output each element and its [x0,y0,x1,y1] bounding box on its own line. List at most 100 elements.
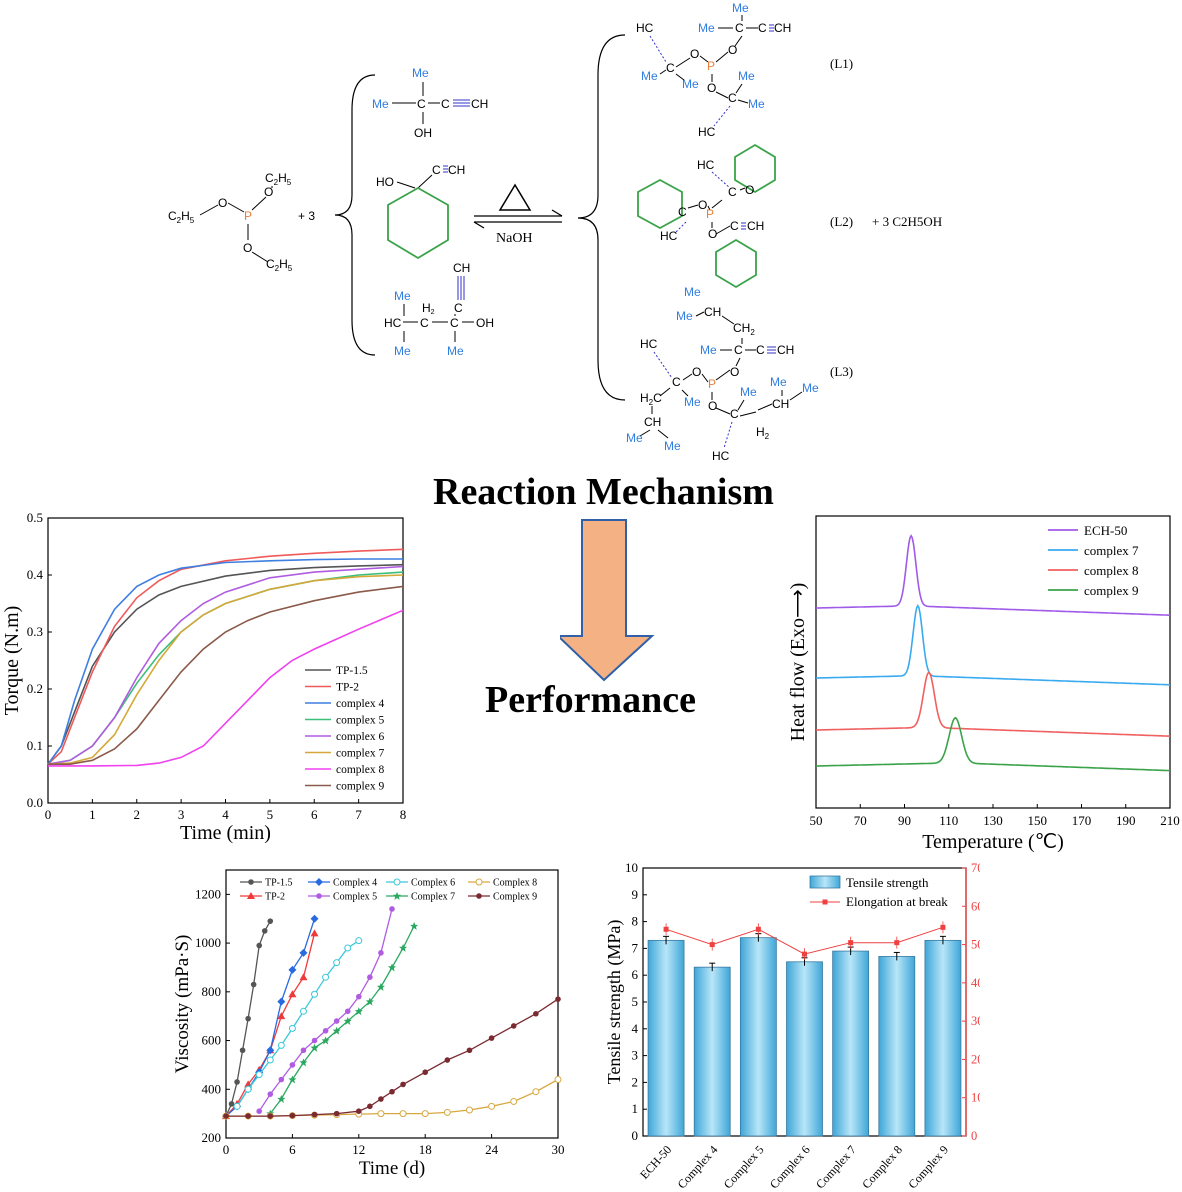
svg-text:Me: Me [748,97,765,111]
tensile-bar [878,956,916,1137]
x-tick-label: 2 [134,807,141,822]
svg-text:P: P [706,207,714,221]
svg-text:OH: OH [476,316,494,330]
x-tick-label: 18 [419,1142,432,1157]
data-point-tp-2 [310,929,319,937]
y2-tick-label: 500 [971,938,980,952]
y-axis-label: Torque (N.m) [1,606,23,716]
svg-text:C2H5: C2H5 [266,257,293,273]
svg-text:CH: CH [448,163,465,177]
svg-text:H2C: H2C [640,391,662,407]
data-point-tp-1.5 [228,1101,235,1107]
data-point-complex-6 [255,1071,263,1079]
svg-text:CH: CH [747,219,764,233]
x-tick-label: 6 [289,1142,296,1157]
ligand-l1: Me Me C C CH O HC Me C O Me P O C Me Me … [636,1,853,139]
legend-label: complex 4 [336,698,384,710]
y-tick-label: 0.1 [27,738,43,753]
equilibrium-arrow: NaOH [473,183,563,246]
svg-text:Me: Me [447,344,464,358]
svg-text:O: O [698,198,707,212]
svg-text:C: C [730,219,739,233]
series-line-complex-9 [48,585,404,765]
svg-text:C: C [678,205,687,219]
legend-marker [393,892,401,900]
y-tick-label: 2 [632,1074,639,1089]
svg-text:CH: CH [772,397,789,411]
svg-text:CH: CH [777,343,794,357]
methylbutynol: Me Me C C CH OH [372,66,488,140]
x-tick-label: 0 [45,807,52,822]
performance-heading: Performance [485,679,696,721]
data-point-complex-8 [443,1108,451,1116]
catalyst-label: NaOH [496,231,533,246]
data-point-complex-6 [355,937,363,945]
data-point-tp-1.5 [261,928,268,934]
x-tick-label: 4 [222,807,229,822]
data-point-complex-7 [288,1075,297,1084]
x-axis-label: Time (min) [180,822,271,844]
data-point-complex-7 [399,943,408,952]
svg-text:C: C [672,375,681,389]
data-point-complex-8 [399,1110,407,1118]
legend-label: complex 7 [1084,543,1139,558]
data-point-complex-5 [267,1091,274,1097]
x-tick-label: 210 [1160,813,1180,828]
y-tick-label: 800 [202,984,222,999]
y-tick-label: 1 [632,1101,639,1116]
data-point-complex-7 [310,1043,319,1052]
legend-marker [247,892,255,899]
data-point-complex-5 [289,1062,296,1068]
series-line-complex-6 [47,565,404,765]
svg-text:O: O [728,43,737,57]
x-tick-label: 170 [1072,813,1092,828]
data-point-complex-9 [510,1023,517,1029]
y2-tick-label: 600 [971,899,980,913]
data-point-complex-9 [533,1010,539,1017]
tensile-bar [693,966,731,1137]
svg-text:O: O [745,183,754,197]
svg-text:C: C [730,407,739,421]
data-point-complex-5 [278,1076,285,1083]
data-point-complex-4 [288,965,297,974]
ligand-l3: Me Me CH CH2 Me C C CH O HC C O P Me H2C… [626,285,853,463]
svg-text:H2: H2 [422,301,435,316]
legend-label: Elongation at break [846,894,948,909]
series-line-complex-9 [226,998,559,1117]
data-point-complex-9 [488,1035,495,1041]
svg-text:Me: Me [770,375,787,389]
data-point-complex-7 [277,1095,286,1104]
stoichiometry-coefficient: + 3 [298,209,315,223]
x-tick-label: 8 [400,807,407,822]
y-tick-label: 0.0 [27,795,43,810]
legend-marker [316,893,322,899]
svg-text:O: O [690,47,699,61]
data-point-complex-5 [367,974,373,980]
svg-text:C: C [758,21,767,35]
legend-label: Complex 6 [411,878,455,889]
data-point-complex-7 [299,1058,308,1067]
data-point-tp-2 [277,1012,286,1020]
svg-text:C: C [728,91,737,105]
data-point-complex-4 [299,948,308,957]
data-point-complex-6 [233,1102,241,1110]
svg-text:O: O [708,399,717,413]
series-line-complex-6 [236,940,360,1107]
x-axis-label: Temperature (℃) [922,831,1064,853]
svg-text:HC: HC [712,449,730,463]
svg-text:CH: CH [453,261,470,275]
svg-text:Me: Me [664,439,681,453]
data-point-complex-5 [256,1108,262,1114]
tensile-bar [647,939,685,1137]
data-point-tp-1.5 [239,1047,246,1054]
legend-label: TP-1.5 [336,665,368,677]
svg-text:C: C [728,185,737,199]
legend-label: TP-2 [265,892,285,903]
y-tick-label: 10 [625,862,638,875]
data-point-complex-4 [277,997,286,1006]
y-tick-label: 0.4 [27,567,44,582]
category-label: Complex 5 [721,1143,767,1192]
data-point-complex-9 [367,1103,373,1110]
data-point-complex-9 [311,1111,318,1118]
